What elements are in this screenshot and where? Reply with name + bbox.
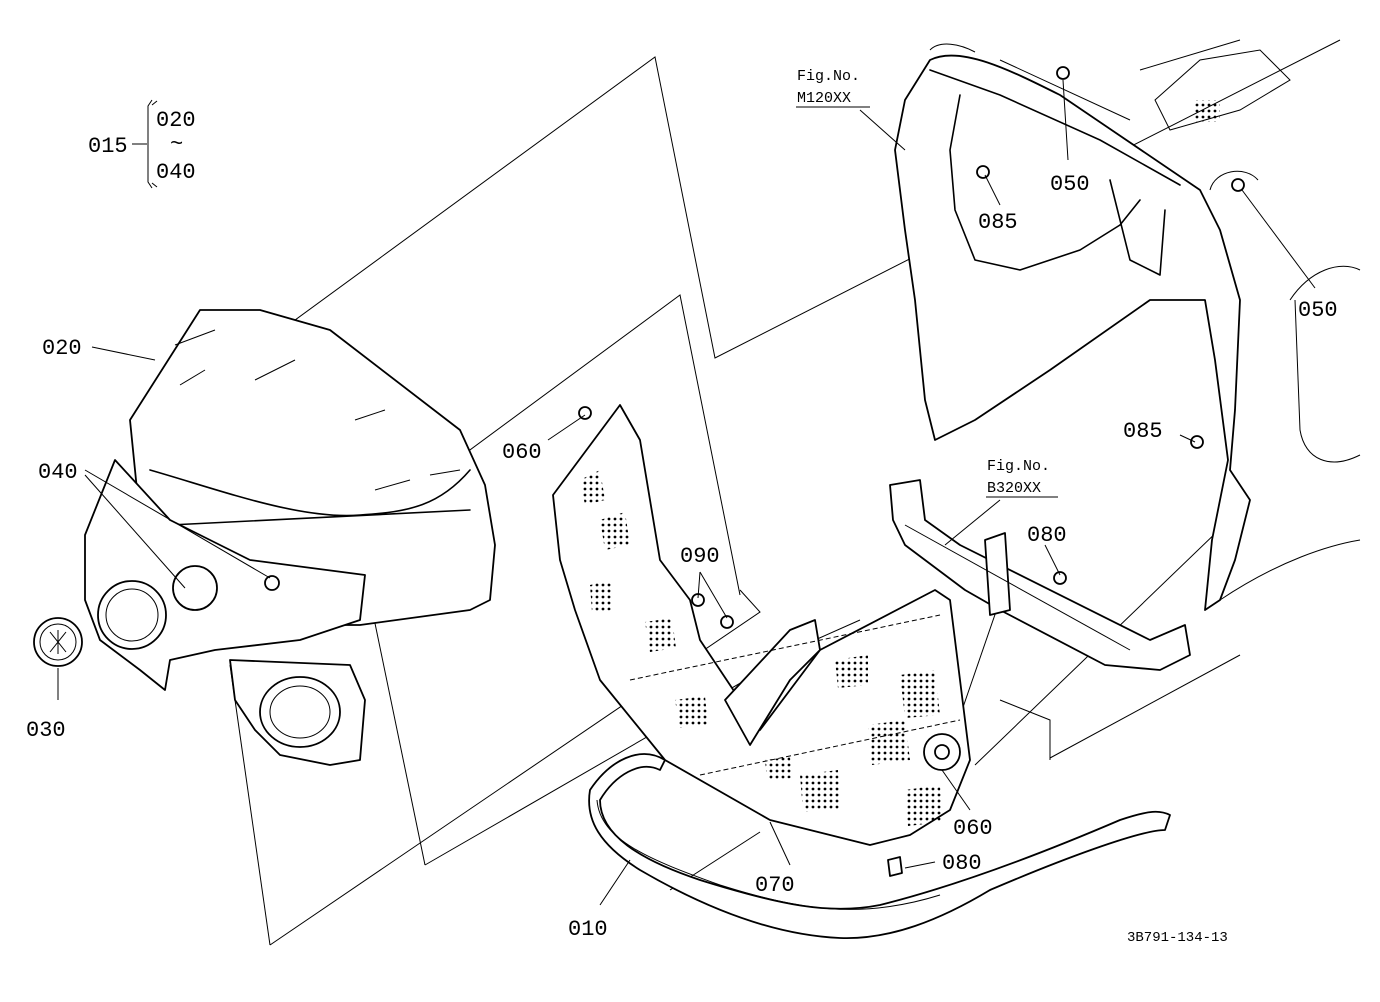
leader-lines — [57, 79, 1316, 906]
callout-range-end: 040 — [156, 160, 196, 185]
fig-ref-label: Fig.No. — [797, 68, 860, 85]
callout-080-bottom: 080 — [942, 851, 982, 876]
callout-060-bottom: 060 — [953, 816, 993, 841]
front-panel-040 — [84, 459, 366, 766]
callout-085-right: 085 — [1123, 419, 1163, 444]
callout-090: 090 — [680, 544, 720, 569]
range-bracket-015 — [132, 99, 158, 189]
figure-reference-m120xx: Fig.No. M120XX — [796, 68, 870, 108]
callout-050-right: 050 — [1298, 298, 1338, 323]
callout-range-start: 020 — [156, 108, 196, 133]
callout-060-top: 060 — [502, 440, 542, 465]
callout-030: 030 — [26, 718, 66, 743]
fig-ref-code: M120XX — [797, 90, 851, 107]
callout-080-right: 080 — [1027, 523, 1067, 548]
drawing-number: 3B791-134-13 — [1127, 930, 1228, 946]
callout-040: 040 — [38, 460, 78, 485]
range-tilde: ~ — [170, 132, 183, 157]
callout-015: 015 — [88, 134, 128, 159]
callout-085-top: 085 — [978, 210, 1018, 235]
front-grille-070 — [552, 404, 971, 877]
callout-labels: 015 020 ~ 040 020 040 030 060 090 060 07… — [26, 108, 1338, 942]
fig-ref-code: B320XX — [987, 480, 1041, 497]
figure-reference-b320xx: Fig.No. B320XX — [986, 458, 1058, 498]
rear-frame-assembly — [894, 39, 1361, 611]
bracket-assembly — [889, 479, 1191, 671]
fig-ref-label: Fig.No. — [987, 458, 1050, 475]
callout-010: 010 — [568, 917, 608, 942]
callout-050-top: 050 — [1050, 172, 1090, 197]
callout-020: 020 — [42, 336, 82, 361]
emblem-030 — [33, 617, 83, 667]
callout-070: 070 — [755, 873, 795, 898]
bottom-seal-010 — [588, 753, 1171, 939]
